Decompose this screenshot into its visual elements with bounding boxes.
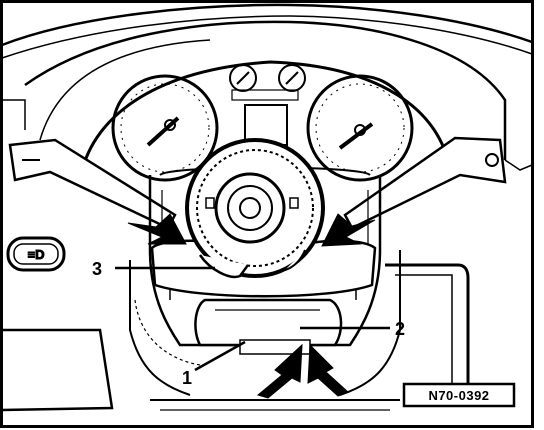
frame-border [0, 0, 534, 428]
fuel-gauge [229, 64, 257, 92]
leader-1 [194, 340, 246, 372]
speedometer-gauge [111, 74, 219, 182]
callout-3: 3 [92, 259, 102, 279]
dashboard-shell [1, 3, 533, 171]
clock-spring [185, 138, 325, 279]
tachometer-gauge [306, 74, 414, 182]
switch-symbol: ≡D [28, 247, 45, 262]
removal-arrows [127, 213, 376, 399]
lower-trim-panel [194, 298, 343, 355]
figure-id: N70-0392 [428, 388, 489, 403]
arrow-right-stalk [321, 213, 376, 247]
speedometer-needle [146, 116, 180, 147]
instrument-cluster [78, 60, 452, 182]
lower-dash-panel [150, 263, 470, 411]
arrow-left-stalk [127, 213, 187, 245]
callout-1: 1 [182, 368, 192, 388]
figure-reference: N70-0392 [402, 382, 516, 408]
callout-2: 2 [395, 319, 405, 339]
light-switch: ≡D [6, 236, 66, 272]
arrow-lower-left [256, 343, 303, 399]
callout-leaders [115, 266, 390, 372]
arrow-lower-right [307, 343, 349, 397]
column-shroud [129, 166, 401, 396]
temperature-gauge [278, 64, 306, 92]
tachometer-needle [338, 122, 374, 150]
left-lower-panel [1, 328, 114, 412]
